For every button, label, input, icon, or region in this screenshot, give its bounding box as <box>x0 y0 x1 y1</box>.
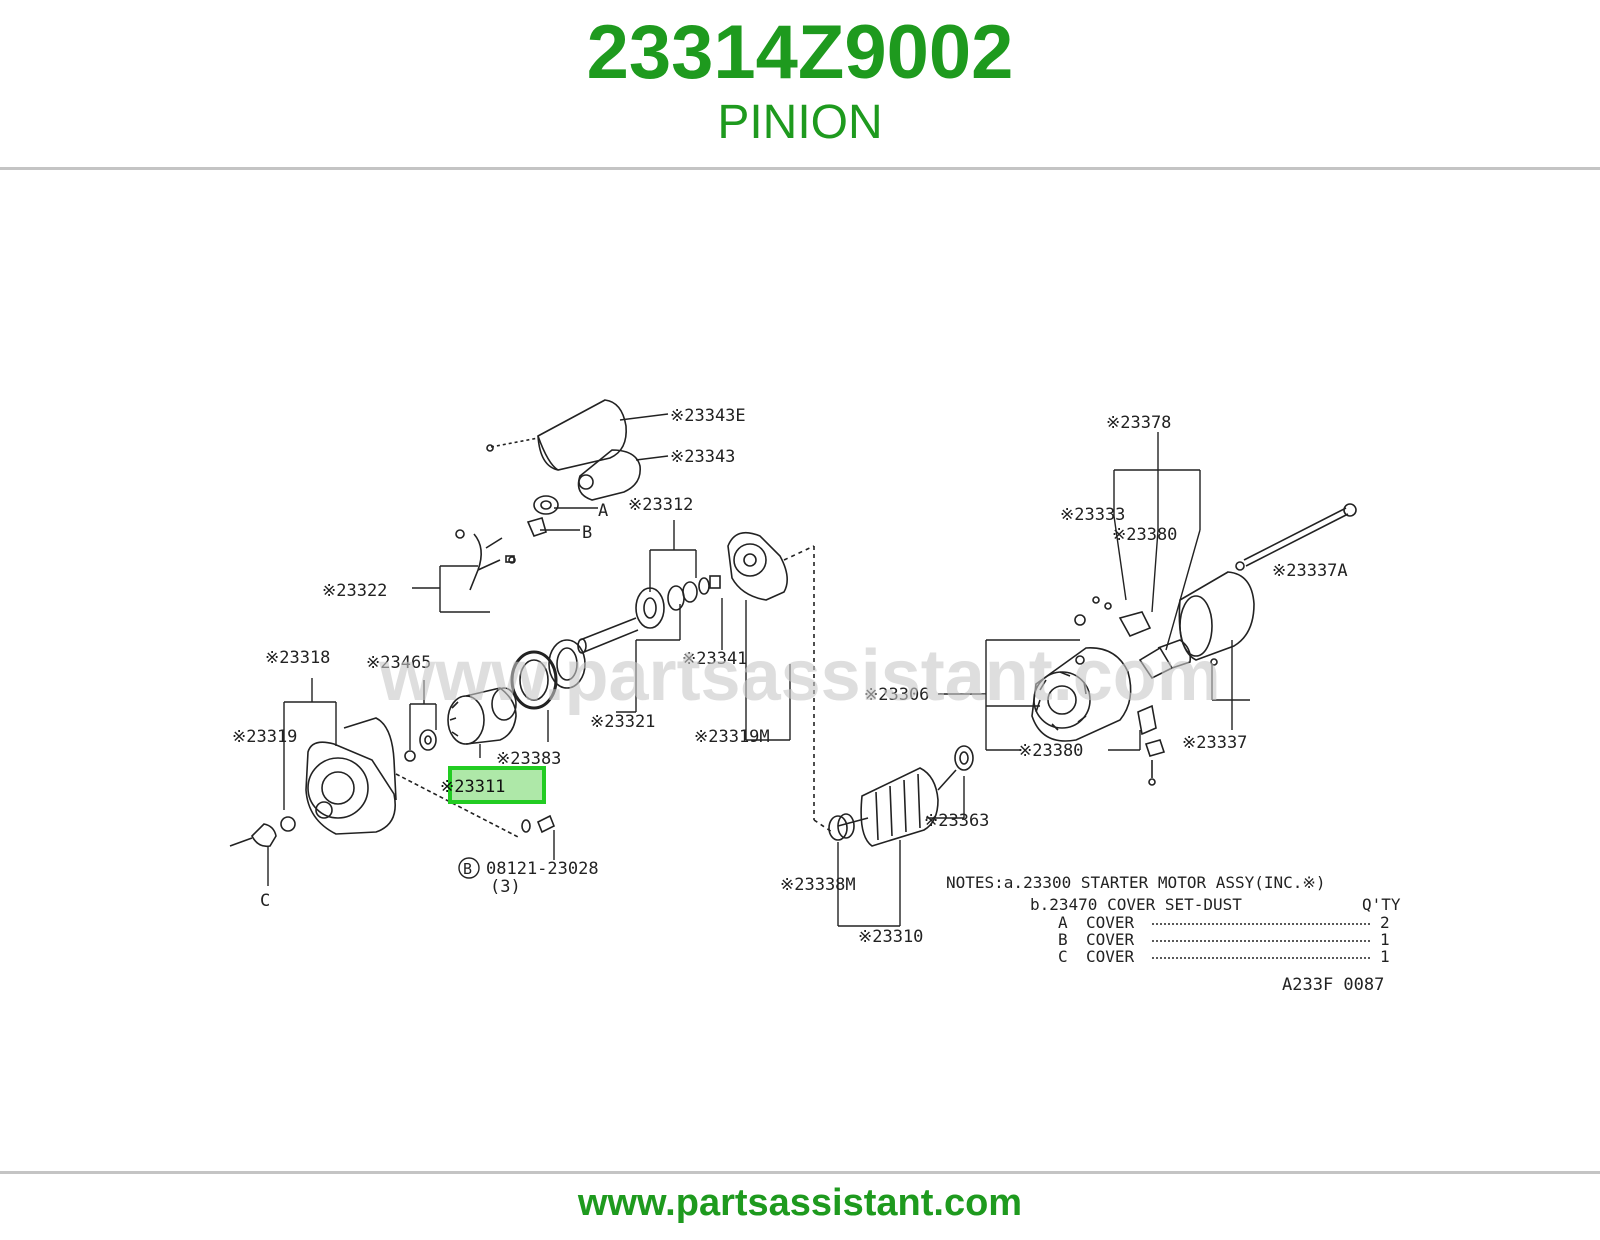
pinion-gear-shape <box>447 687 517 745</box>
notes-line-a: NOTES:a.23300 STARTER MOTOR ASSY(INC.※) <box>946 873 1325 892</box>
callout-23341[interactable]: ※23341 <box>682 649 747 669</box>
callout-08121-qty: (3) <box>490 877 521 897</box>
callout-labels: ※23343E ※23343 A B ※23312 ※23322 ※23318 … <box>232 406 1348 947</box>
gear-housing-shape <box>305 741 396 835</box>
callout-23465[interactable]: ※23465 <box>366 653 431 673</box>
notes-row-b-key: B <box>1058 930 1068 949</box>
notes-row-b-name: COVER <box>1086 930 1135 949</box>
shift-lever-shape <box>469 533 503 591</box>
diagram-artwork <box>229 399 1357 848</box>
callout-b[interactable]: B <box>582 523 592 543</box>
notes-line-b: b.23470 COVER SET-DUST <box>1030 895 1242 914</box>
callout-23378[interactable]: ※23378 <box>1106 413 1171 433</box>
callout-23363[interactable]: ※23363 <box>924 811 989 831</box>
callout-23337[interactable]: ※23337 <box>1182 733 1247 753</box>
callout-a[interactable]: A <box>598 501 608 521</box>
brush-holder-shape <box>1118 611 1152 638</box>
yoke-shape <box>1031 647 1132 742</box>
callout-23306[interactable]: ※23306 <box>864 685 929 705</box>
callout-c[interactable]: C <box>260 891 270 911</box>
callout-23338m[interactable]: ※23338M <box>780 875 856 895</box>
front-housing-shape <box>727 531 788 601</box>
pinion-shaft-shape <box>579 617 639 653</box>
callout-23319[interactable]: ※23319 <box>232 727 297 747</box>
solenoid-shape <box>577 449 641 501</box>
part-number-title: 23314Z9002 <box>586 10 1014 95</box>
drawing-code: A233F 0087 <box>1282 975 1384 995</box>
notes-row-c-name: COVER <box>1086 947 1135 966</box>
notes-row-a-key: A <box>1058 913 1068 932</box>
notes-qty-header: Q'TY <box>1362 895 1401 914</box>
callout-23343E[interactable]: ※23343E <box>670 406 746 426</box>
notes-block: NOTES:a.23300 STARTER MOTOR ASSY(INC.※) … <box>946 873 1401 995</box>
notes-row-c-qty: 1 <box>1380 947 1390 966</box>
notes-row-a-name: COVER <box>1086 913 1135 932</box>
footer-url[interactable]: www.partsassistant.com <box>577 1182 1023 1224</box>
callout-23312[interactable]: ※23312 <box>628 495 693 515</box>
callout-23337a[interactable]: ※23337A <box>1272 561 1348 581</box>
callout-b-circle <box>458 857 480 879</box>
header-divider <box>0 167 1600 170</box>
callout-23333[interactable]: ※23333 <box>1060 505 1125 525</box>
callout-23319m[interactable]: ※23319M <box>694 727 770 747</box>
notes-row-b-qty: 1 <box>1380 930 1390 949</box>
callout-23380-lower[interactable]: ※23380 <box>1018 741 1083 761</box>
part-name-subtitle: PINION <box>717 96 883 149</box>
footer-divider <box>0 1171 1600 1174</box>
callout-23311[interactable]: ※23311 <box>440 777 505 797</box>
callout-23322[interactable]: ※23322 <box>322 581 387 601</box>
callout-23321[interactable]: ※23321 <box>590 712 655 732</box>
callout-08121-23028[interactable]: 08121-23028 <box>486 859 599 879</box>
callout-23343[interactable]: ※23343 <box>670 447 735 467</box>
solenoid-cover-shape <box>537 399 627 471</box>
callout-23310[interactable]: ※23310 <box>858 927 923 947</box>
notes-row-a-qty: 2 <box>1380 913 1390 932</box>
armature-shape <box>860 767 939 847</box>
selected-part-highlight[interactable] <box>448 766 546 804</box>
watermark-text: www.partsassistant.com <box>378 636 1221 716</box>
callout-23383[interactable]: ※23383 <box>496 749 561 769</box>
callout-23318[interactable]: ※23318 <box>265 648 330 668</box>
notes-row-c-key: C <box>1058 947 1068 966</box>
callout-b-letter: B <box>463 860 472 878</box>
callout-23380-upper[interactable]: ※23380 <box>1112 525 1177 545</box>
page-header: 23314Z9002 PINION <box>0 0 1600 168</box>
leader-lines <box>267 413 1250 927</box>
